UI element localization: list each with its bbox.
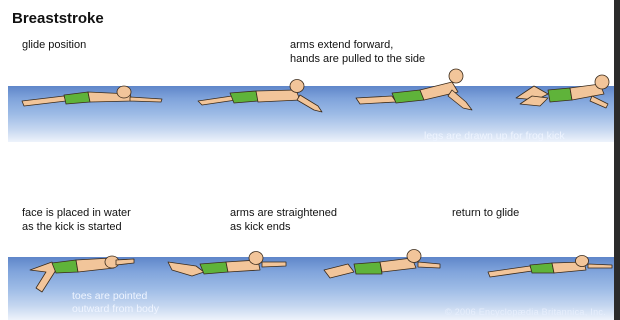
swimmer-arms-pull xyxy=(198,80,322,113)
swimmer-arms-extend xyxy=(356,69,472,110)
swimmer-glide-position xyxy=(22,86,162,106)
swimmer-return-to-glide xyxy=(488,256,612,278)
swimmer-kick-start xyxy=(30,256,134,292)
swimmer-legs-drawn-up xyxy=(516,75,609,108)
swimmer-recovery xyxy=(324,250,440,279)
swimmer-kick-ends xyxy=(168,252,286,277)
screen-edge xyxy=(614,0,620,320)
